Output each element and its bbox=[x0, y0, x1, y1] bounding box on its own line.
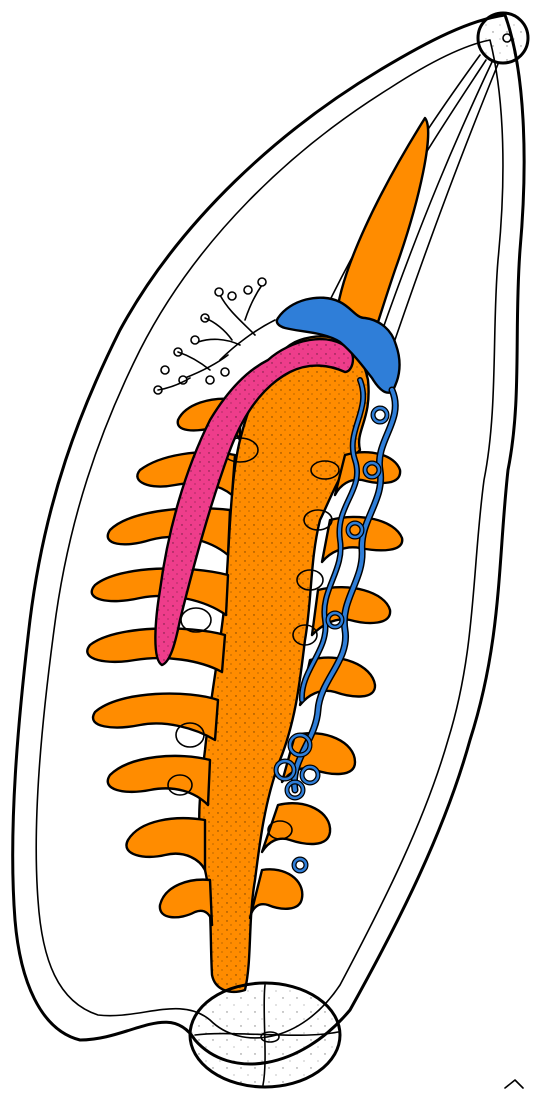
posterior-sucker bbox=[190, 983, 340, 1087]
anterior-sucker bbox=[478, 13, 528, 63]
pointer-mark bbox=[505, 1080, 523, 1088]
